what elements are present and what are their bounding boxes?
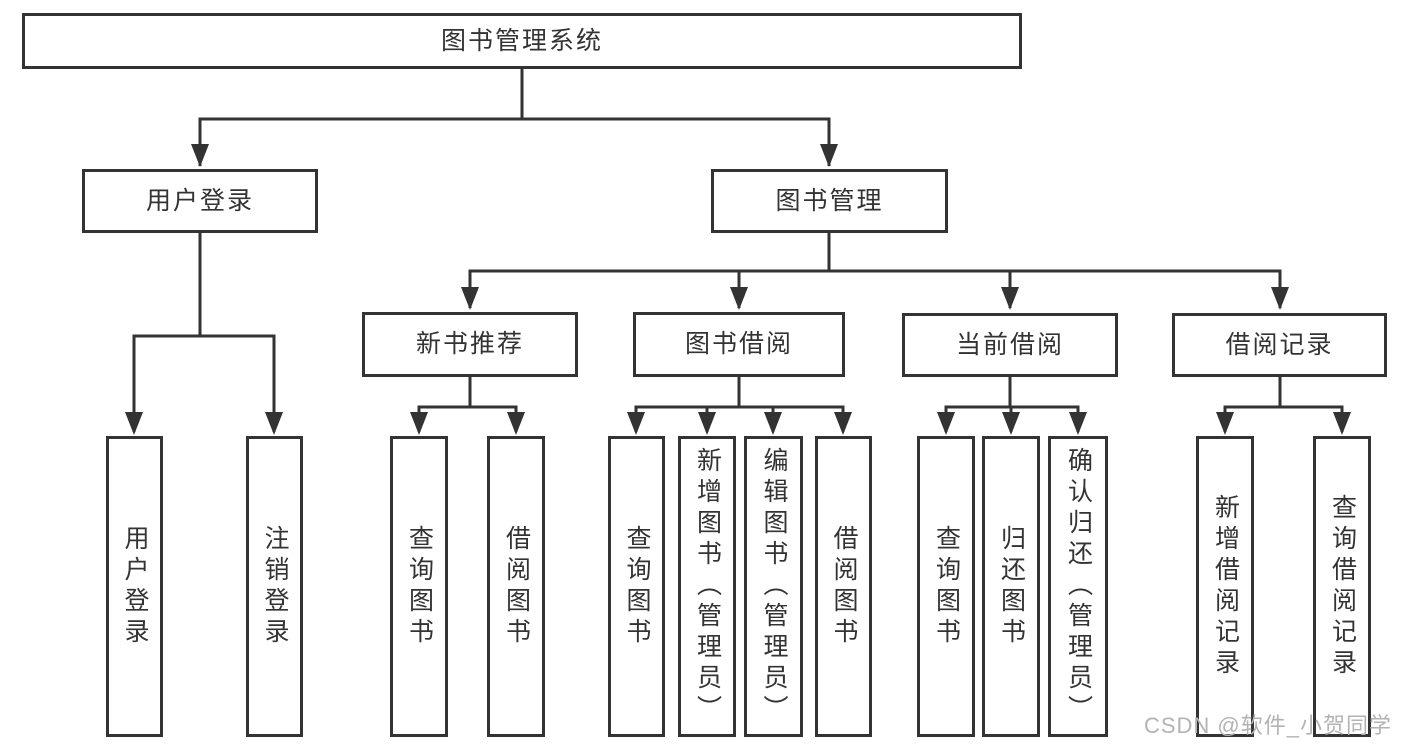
arrowhead-icon (1333, 412, 1351, 435)
node-library-system: 图书管理系统 (22, 13, 1022, 69)
node-label: 注销登录 (261, 524, 289, 649)
node-label: 图书管理 (775, 186, 884, 215)
node-label: 查询图书 (932, 524, 961, 649)
arrowhead-icon (627, 412, 645, 435)
connector (634, 405, 845, 432)
node-label: 查询图书 (405, 524, 434, 649)
arrowhead-icon (1271, 287, 1289, 310)
node-label: 新书推荐 (415, 330, 524, 358)
leaf-confirm-return-admin: 确认归还（管理员） (1048, 436, 1108, 737)
node-label: 借阅记录 (1225, 330, 1334, 359)
node-label: 用户登录 (145, 186, 254, 215)
node-label: 用户登录 (121, 524, 149, 649)
node-label: 归还图书 (997, 524, 1026, 649)
csdn-watermark: CSDN @软件_小贺同学 (1143, 713, 1392, 738)
arrowhead-icon (1002, 412, 1020, 435)
leaf-borrow-books: 借阅图书 (815, 436, 872, 737)
arrowhead-icon (125, 412, 143, 435)
node-user-login: 用户登录 (82, 169, 318, 233)
arrowhead-icon (1001, 287, 1019, 310)
node-label: 新增借阅记录 (1211, 493, 1240, 680)
connector (468, 269, 1282, 308)
node-label: 新增图书（管理员） (693, 447, 722, 726)
leaf-return-books: 归还图书 (982, 436, 1040, 737)
leaf-add-books-admin: 新增图书（管理员） (678, 436, 736, 737)
arrowhead-icon (937, 412, 955, 435)
node-book-management: 图书管理 (711, 169, 948, 233)
arrowhead-icon (265, 412, 283, 435)
connector (417, 405, 518, 432)
node-new-book-recommend: 新书推荐 (362, 312, 578, 377)
leaf-borrow-books: 借阅图书 (487, 436, 545, 737)
arrowhead-icon (1069, 412, 1087, 435)
arrowhead-icon (191, 144, 209, 167)
node-book-borrowing: 图书借阅 (633, 312, 845, 377)
node-label: 查询借阅记录 (1328, 493, 1357, 680)
arrowhead-icon (507, 412, 525, 435)
leaf-query-books: 查询图书 (917, 436, 975, 737)
connector (1223, 405, 1344, 432)
arrowhead-icon (461, 287, 479, 310)
arrowhead-icon (834, 412, 852, 435)
node-current-borrowing: 当前借阅 (902, 313, 1118, 377)
node-label: 图书管理系统 (440, 26, 603, 55)
leaf-query-books: 查询图书 (390, 436, 448, 737)
leaf-user-login: 用户登录 (106, 436, 163, 737)
leaf-query-books: 查询图书 (608, 436, 665, 737)
node-borrowing-records: 借阅记录 (1172, 313, 1387, 377)
arrowhead-icon (698, 412, 716, 435)
connector (132, 334, 276, 432)
node-label: 借阅图书 (830, 524, 858, 649)
leaf-add-borrow-record: 新增借阅记录 (1196, 436, 1254, 737)
arrowhead-icon (730, 287, 748, 310)
arrowhead-icon (1216, 412, 1234, 435)
node-label: 当前借阅 (955, 330, 1064, 359)
node-label: 确认归还（管理员） (1064, 447, 1093, 726)
arrowhead-icon (764, 412, 782, 435)
node-label: 编辑图书（管理员） (760, 447, 788, 726)
arrowhead-icon (820, 144, 838, 167)
leaf-edit-books-admin: 编辑图书（管理员） (744, 436, 803, 737)
connector (198, 117, 831, 166)
node-label: 查询图书 (623, 524, 651, 649)
leaf-query-borrow-record: 查询借阅记录 (1313, 436, 1371, 737)
leaf-logout: 注销登录 (246, 436, 303, 737)
node-label: 图书借阅 (684, 330, 793, 358)
arrowhead-icon (410, 412, 428, 435)
node-label: 借阅图书 (502, 524, 531, 649)
